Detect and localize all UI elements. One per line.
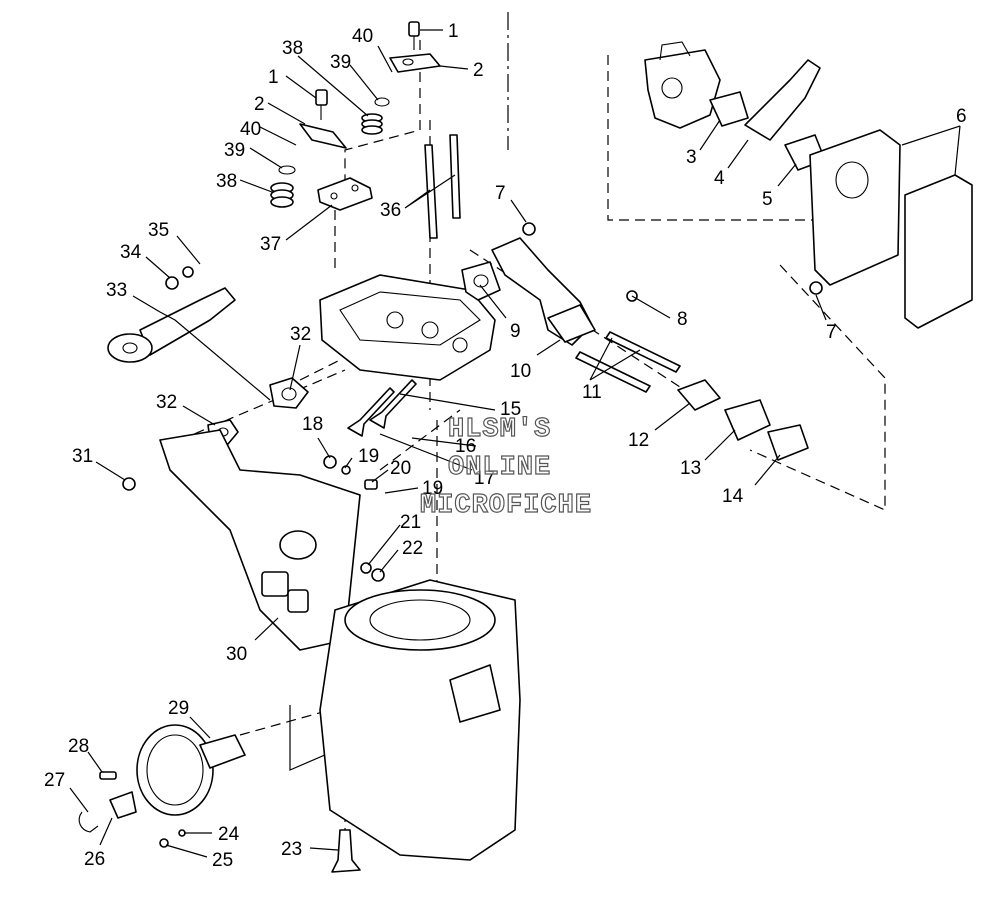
callout-37: 37: [260, 234, 281, 255]
camshaft-small-parts: [78, 771, 186, 848]
callout-labels: 1 2 40 38 39 1 2 40 39 38 36 37 35 34 33…: [44, 21, 967, 871]
air-cleaner-cover: [904, 174, 973, 329]
callout-15: 15: [500, 399, 521, 420]
carb-gasket: [709, 91, 749, 127]
callout-10: 10: [510, 361, 531, 382]
exhaust-line: [299, 359, 341, 381]
callout-19-upper: 19: [358, 446, 379, 467]
exhaust-pipe: [107, 287, 236, 363]
callout-28: 28: [68, 736, 89, 757]
callout-8: 8: [677, 309, 688, 330]
callout-6: 6: [956, 106, 967, 127]
callout-39-upper: 39: [330, 52, 351, 73]
callout-1-upper: 1: [448, 21, 459, 42]
callout-1-lower: 1: [268, 67, 279, 88]
rocker-bolt-upper: [408, 21, 420, 50]
cam-axis-line: [239, 709, 331, 736]
watermark-line-3: MICROFICHE: [420, 491, 592, 521]
callout-2-upper: 2: [473, 60, 484, 81]
small-nuts-washers: [122, 222, 823, 582]
rocker-assembly-line: [344, 40, 421, 200]
throttle-bracket: [744, 59, 821, 141]
stud-line: [379, 409, 461, 471]
callout-11: 11: [582, 382, 602, 403]
callout-35: 35: [148, 220, 169, 241]
callout-25: 25: [212, 850, 233, 871]
rocker-guide-plate: [317, 177, 373, 211]
studs: [575, 331, 681, 393]
leader-lines: [69, 29, 961, 858]
callout-18: 18: [302, 414, 323, 435]
camshaft-gear: [136, 724, 246, 816]
callout-9: 9: [510, 321, 521, 342]
callout-21: 21: [400, 512, 421, 533]
watermark: HLSM'S ONLINE MICROFICHE: [419, 414, 592, 521]
callout-26: 26: [84, 849, 105, 870]
cylinder-head: [319, 274, 496, 381]
callout-38-lower: 38: [216, 171, 237, 192]
muffler-line: [179, 369, 346, 441]
callout-40-lower: 40: [240, 119, 261, 140]
intake-manifold: [491, 237, 596, 346]
valves: [347, 379, 417, 437]
callout-17: 17: [474, 468, 495, 489]
callout-27: 27: [44, 770, 65, 791]
callout-5: 5: [762, 189, 773, 210]
watermark-line-1: HLSM'S: [448, 415, 551, 445]
rocker-arm-lower: [299, 123, 347, 149]
callout-32-lower: 32: [156, 392, 177, 413]
callout-23: 23: [281, 839, 302, 860]
callout-22: 22: [402, 538, 423, 559]
callout-7-left: 7: [495, 183, 506, 204]
intake-gasket: [461, 261, 501, 301]
callout-13: 13: [680, 458, 701, 479]
engine-block: [319, 579, 521, 861]
airbox-to-14-line: [749, 264, 886, 511]
callout-38-upper: 38: [282, 38, 303, 59]
valve-spring-upper: [361, 97, 390, 135]
exhaust-gasket-upper: [269, 377, 309, 409]
callout-30: 30: [226, 644, 247, 665]
valve-spring-lower: [270, 165, 296, 208]
callout-32-upper: 32: [290, 324, 311, 345]
callout-34: 34: [120, 242, 142, 263]
carb-outline-line: [607, 55, 880, 221]
callout-39-lower: 39: [224, 140, 245, 161]
rocker-arm-upper: [389, 53, 441, 73]
intake-spacers: [677, 379, 809, 461]
tappet: [331, 829, 361, 873]
callout-12: 12: [628, 430, 649, 451]
callout-20: 20: [390, 458, 411, 479]
callout-36: 36: [380, 200, 401, 221]
callout-33: 33: [106, 280, 127, 301]
air-cleaner-base: [809, 129, 901, 286]
callout-3: 3: [686, 147, 697, 168]
callout-31: 31: [72, 446, 93, 467]
callout-29: 29: [168, 698, 189, 719]
push-rods: [424, 134, 461, 239]
carburetor: [644, 41, 721, 129]
callout-7-right: 7: [826, 322, 837, 343]
callout-4: 4: [714, 168, 725, 189]
callout-19-lower: 19: [422, 478, 443, 499]
callout-40-upper: 40: [352, 26, 373, 47]
callout-2-lower: 2: [254, 94, 265, 115]
callout-16: 16: [455, 436, 476, 457]
callout-14: 14: [722, 486, 744, 507]
muffler-assembly: [159, 429, 361, 651]
watermark-line-2: ONLINE: [448, 453, 551, 483]
callout-24: 24: [218, 824, 240, 845]
rocker-bolt-lower: [315, 89, 328, 120]
